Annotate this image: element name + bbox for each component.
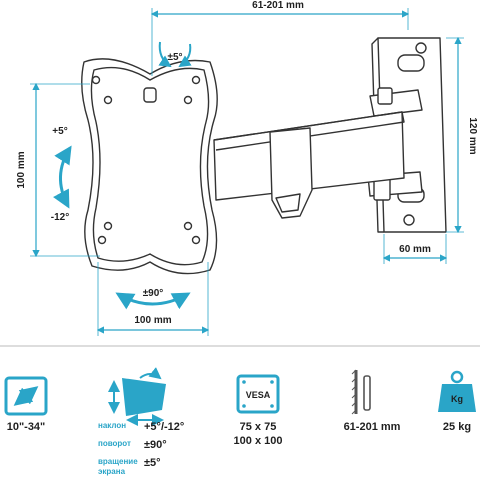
rotation-spec-label-1: вращение <box>98 457 138 466</box>
vesa-hole-4 <box>191 235 201 245</box>
vesa-hole-8 <box>183 221 193 231</box>
vesa-hole-1 <box>91 75 101 85</box>
rotation-spec-label-2: экрана <box>98 467 126 476</box>
vesa-hole-3 <box>97 235 107 245</box>
dim-bottom-width: 100 mm <box>134 315 171 326</box>
vesa-bolt <box>143 87 157 103</box>
plate-slot-top <box>397 54 425 72</box>
mount-drawing <box>81 37 447 275</box>
screen-tilt-icon <box>108 367 166 426</box>
rotate-top-label: ±5° <box>167 52 182 63</box>
tilt-up-label: +5° <box>52 126 67 137</box>
vesa-value-1: 75 x 75 <box>240 421 277 433</box>
weight-icon <box>438 370 476 412</box>
plate-hole-top <box>415 42 427 54</box>
dim-plate-width: 60 mm <box>399 244 431 255</box>
wall-distance-value: 61-201 mm <box>344 421 401 433</box>
dim-left-height: 100 mm <box>16 151 27 188</box>
arm-clamp-inner <box>275 193 301 213</box>
vesa-badge-text: VESA <box>246 390 271 400</box>
weight-value: 25 kg <box>443 421 471 433</box>
plate-hole-bottom <box>403 214 415 226</box>
vesa-hole-2 <box>191 75 201 85</box>
vesa-plate-face <box>90 66 210 266</box>
swivel-spec-label: поворот <box>98 439 131 448</box>
dim-right-height: 120 mm <box>467 117 478 154</box>
screen-size-value: 10"-34" <box>7 421 46 433</box>
vesa-value-2: 100 x 100 <box>234 435 283 447</box>
arm-clamp <box>269 127 313 219</box>
vesa-hole-5 <box>103 95 113 105</box>
swivel-spec-value: ±90° <box>144 439 167 451</box>
swivel-label: ±90° <box>143 288 164 299</box>
screen-size-icon <box>4 376 48 416</box>
weight-badge-text: Kg <box>451 394 463 404</box>
rotation-spec-value: ±5° <box>144 457 161 469</box>
hinge-knob-top <box>377 87 393 105</box>
wall-distance-icon <box>351 369 371 415</box>
tilt-spec-value: +5°/-12° <box>144 421 184 433</box>
dim-top-width: 61-201 mm <box>252 0 304 11</box>
vesa-hole-7 <box>103 221 113 231</box>
vesa-hole-6 <box>183 95 193 105</box>
vesa-icon <box>236 374 280 414</box>
tilt-down-label: -12° <box>51 212 69 223</box>
tilt-spec-label: наклон <box>98 421 126 430</box>
dimension-lines <box>30 8 464 336</box>
